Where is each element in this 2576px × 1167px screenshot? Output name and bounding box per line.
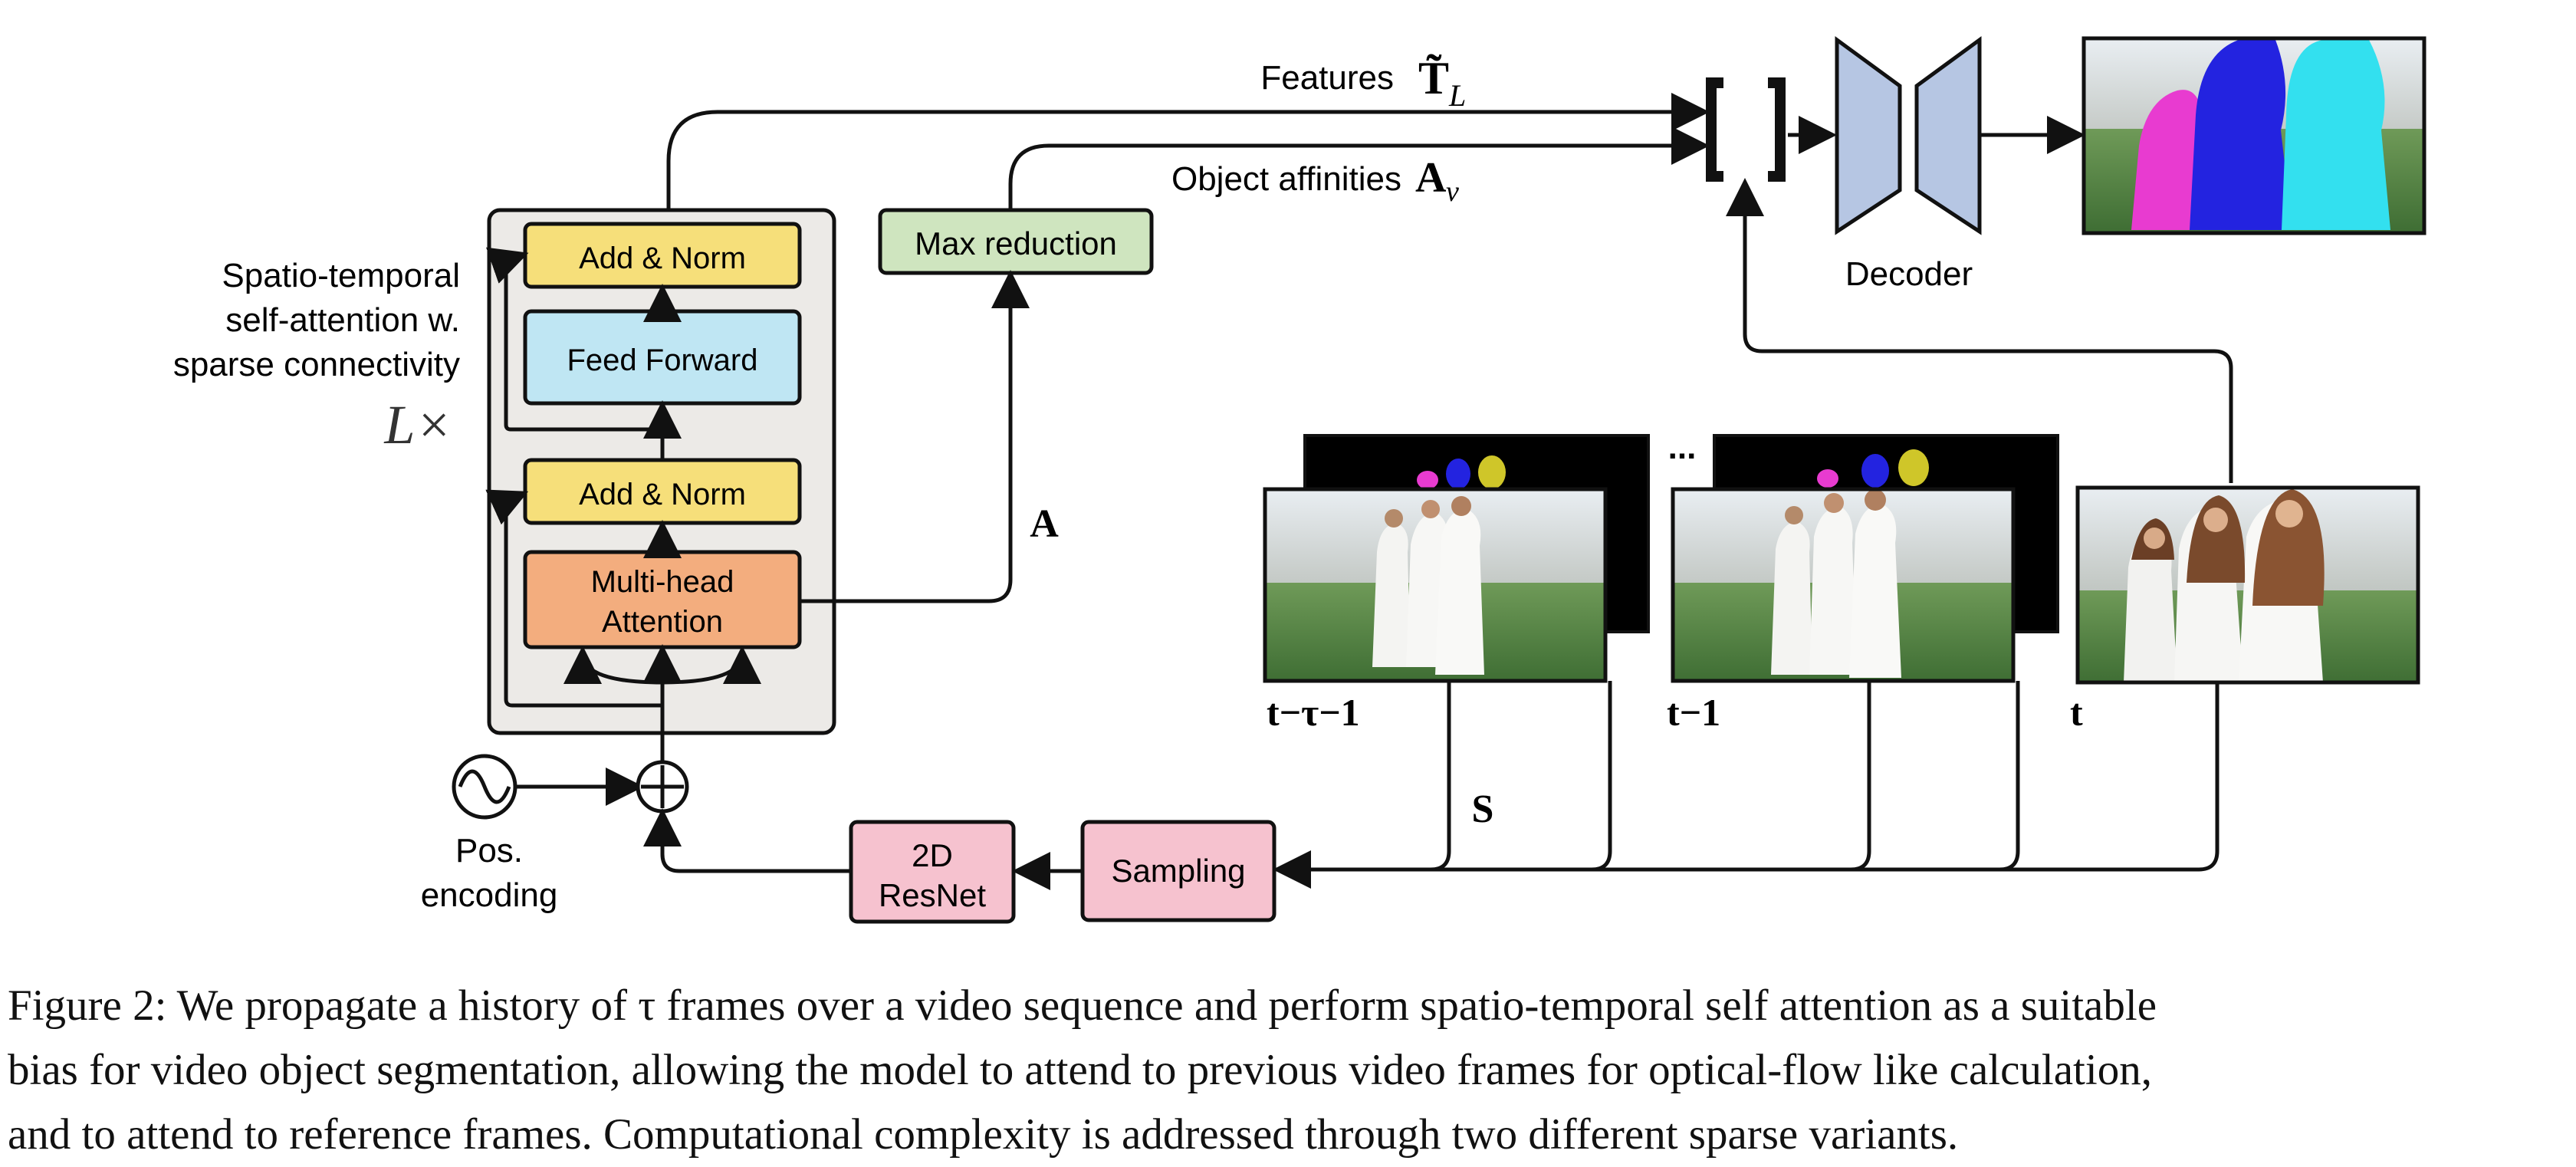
multihead-label-line2: Attention xyxy=(602,605,723,639)
frame-label-t-tau-1: t−τ−1 xyxy=(1267,691,1360,734)
frame-t-tau-1-image xyxy=(1263,487,1608,683)
resnet-label-line2: ResNet xyxy=(879,877,986,913)
sampling-label: Sampling xyxy=(1111,853,1245,889)
resnet-to-add-arrow xyxy=(643,808,851,873)
layers-label: L× xyxy=(383,394,452,455)
add-norm-top-label: Add & Norm xyxy=(579,242,746,275)
resnet-label-line1: 2D xyxy=(912,837,953,873)
frame-t: t xyxy=(2070,485,2420,734)
pos-encoding-label-line1: Pos. xyxy=(455,832,523,869)
frames-to-sampling-arrows xyxy=(1273,681,2220,889)
resnet-block: 2D ResNet xyxy=(849,820,1016,924)
feed-forward-block: Feed Forward xyxy=(523,309,802,406)
sampling-label-s: S xyxy=(1472,787,1494,831)
add-norm-bottom-block: Add & Norm xyxy=(523,458,802,525)
affinities-label-group: Object affinities A v xyxy=(1171,154,1459,208)
features-label: Features xyxy=(1260,59,1394,97)
current-frame-to-concat-arrow xyxy=(1726,178,2233,483)
max-reduction-block: Max reduction xyxy=(878,208,1154,275)
multihead-attention-block: Multi-head Attention xyxy=(523,550,802,649)
sampling-block: Sampling xyxy=(1080,820,1276,922)
frame-t-1-image xyxy=(1671,487,2016,683)
pos-encoding-label-line2: encoding xyxy=(421,876,558,914)
affinities-label: Object affinities xyxy=(1171,160,1401,198)
encoder-side-label-line1: Spatio-temporal xyxy=(222,257,460,294)
features-symbol: T̃ xyxy=(1418,53,1449,104)
frame-t-image xyxy=(2075,485,2420,685)
add-norm-bottom-label: Add & Norm xyxy=(579,478,746,511)
encoder-side-label-line3: sparse connectivity xyxy=(173,346,460,383)
features-arrow xyxy=(666,93,1710,210)
attention-output-label: A xyxy=(1030,502,1059,546)
add-norm-top-block: Add & Norm xyxy=(523,222,802,289)
encoder-internal-arrows xyxy=(485,247,761,774)
frames-ellipsis: ... xyxy=(1668,429,1697,466)
max-reduction-label: Max reduction xyxy=(915,225,1117,261)
decoder-block: Decoder xyxy=(1835,36,1982,293)
features-label-group: Features T̃ L xyxy=(1260,53,1466,113)
attention-to-maxreduction-arrow xyxy=(800,270,1030,603)
figure-caption: Figure 2: We propagate a history of τ fr… xyxy=(8,981,2157,1159)
affinities-symbol: A xyxy=(1415,154,1447,202)
pos-encoding-icon xyxy=(452,754,518,820)
architecture-diagram: Add & Norm Feed Forward Add & Norm Multi… xyxy=(173,36,2426,924)
add-node-icon xyxy=(636,760,689,814)
frame-label-t: t xyxy=(2070,691,2083,734)
frame-label-t-1: t−1 xyxy=(1667,691,1720,734)
frame-t-tau-1: t−τ−1 xyxy=(1263,434,1650,734)
feed-forward-label: Feed Forward xyxy=(567,344,758,377)
frame-t-1: t−1 xyxy=(1667,434,2059,734)
affinities-arrow xyxy=(1008,127,1710,210)
decoder-label: Decoder xyxy=(1845,255,1973,293)
concat-bracket-icon xyxy=(1706,77,1786,182)
multihead-label-line1: Multi-head xyxy=(591,565,734,599)
affinities-subscript: v xyxy=(1446,176,1459,208)
encoder-side-label-line2: self-attention w. xyxy=(225,301,460,339)
output-segmentation-image xyxy=(2082,36,2426,235)
features-subscript: L xyxy=(1448,78,1466,113)
